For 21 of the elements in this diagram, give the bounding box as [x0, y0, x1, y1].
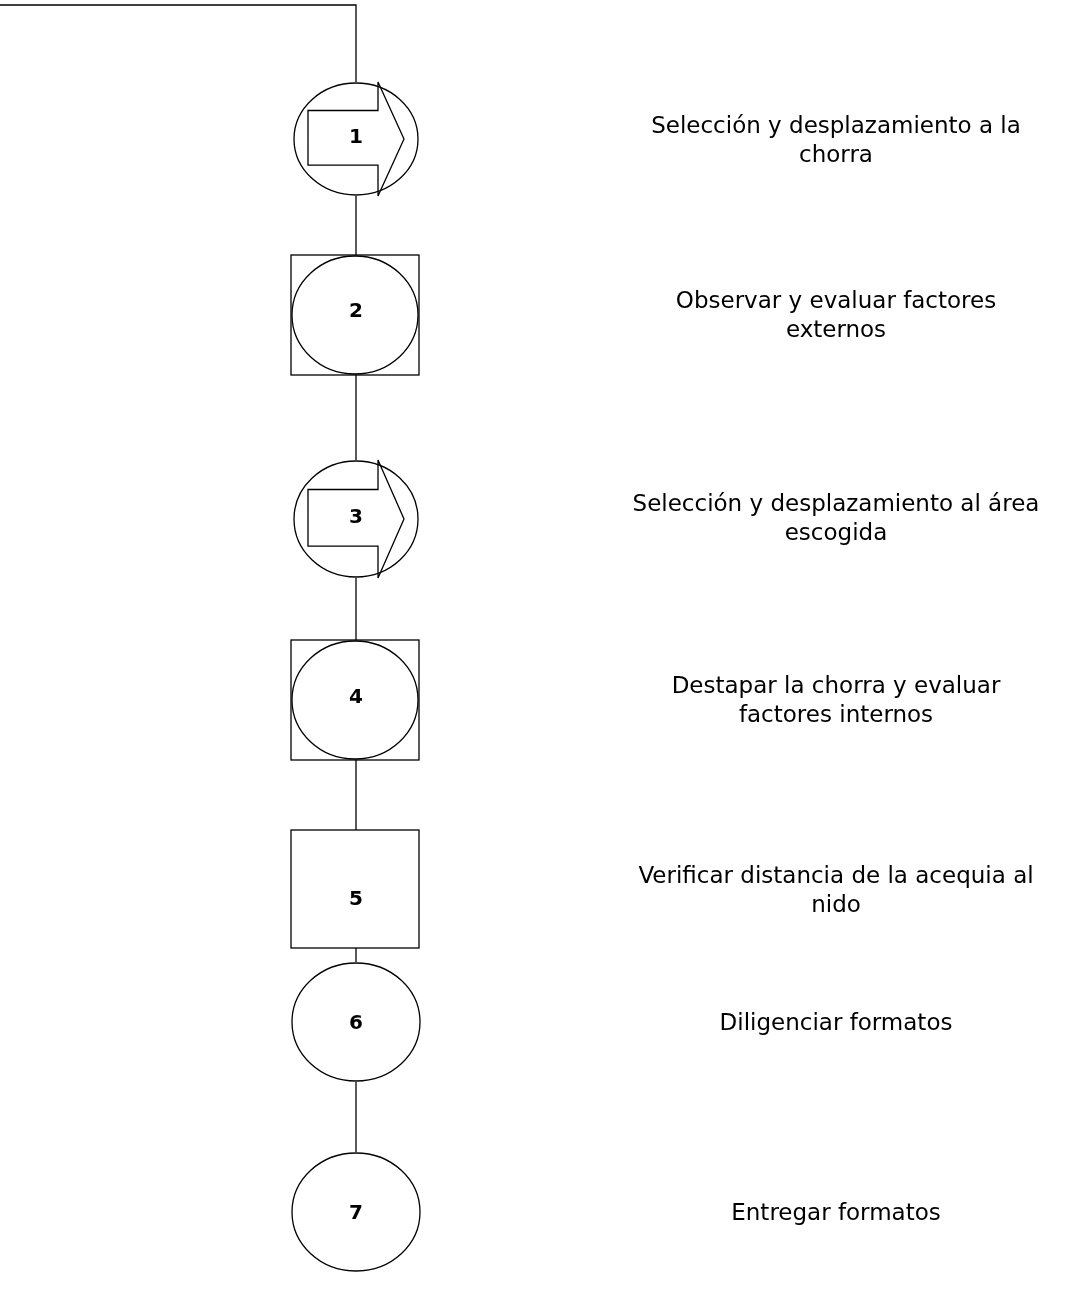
connector-line [355, 374, 357, 461]
connector-line [355, 1081, 357, 1153]
step-number: 5 [349, 886, 363, 910]
step-description: Entregar formatos [730, 1197, 942, 1227]
step-number: 2 [349, 298, 363, 322]
connector-line [355, 577, 357, 641]
step-description: Observar y evaluar factores externos [674, 286, 998, 344]
connector-line [355, 759, 357, 831]
step-description: Selección y desplazamiento al área escogida [631, 489, 1041, 547]
step-number: 6 [349, 1010, 363, 1034]
step-number: 4 [349, 684, 363, 708]
connector-line [0, 4, 357, 83]
step-description: Diligenciar formatos [718, 1007, 954, 1037]
step-number: 1 [349, 124, 363, 148]
step-description: Verificar distancia de la acequia al nido [637, 861, 1035, 919]
step-description: Destapar la chorra y evaluar factores internos [670, 671, 1002, 729]
step-number: 7 [349, 1200, 363, 1224]
connector-line [355, 947, 357, 963]
step-description: Selección y desplazamiento a la chorra [650, 111, 1022, 169]
step-number: 3 [349, 504, 363, 528]
connector-line [355, 195, 357, 256]
